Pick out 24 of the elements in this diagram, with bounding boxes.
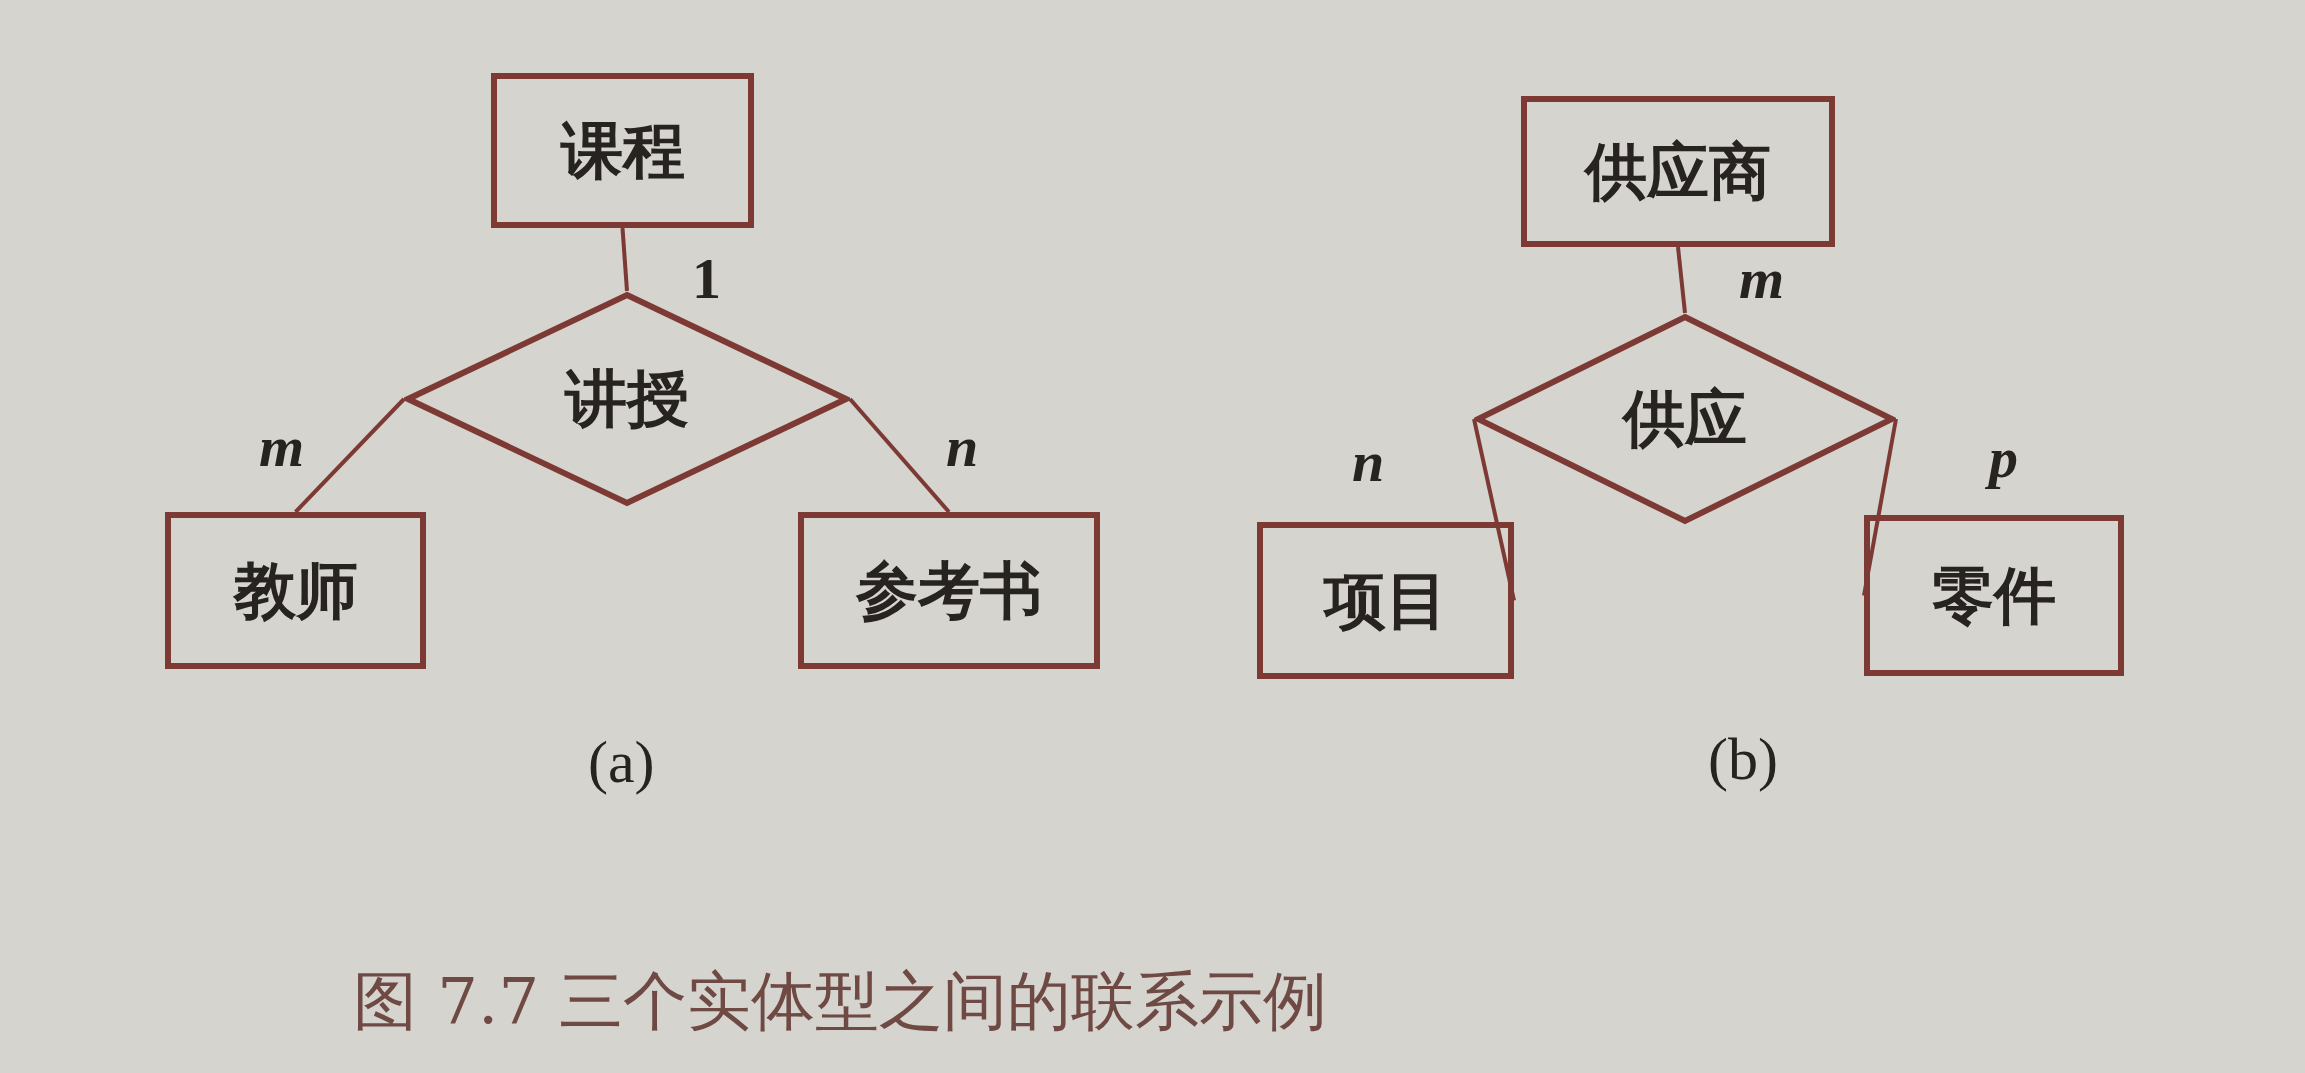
entity-box [1864, 515, 2124, 676]
connector-line [294, 397, 406, 514]
entity-name: 课程 [560, 112, 685, 189]
connector-line [620, 227, 629, 292]
entity-name: 参考书 [856, 552, 1042, 629]
entity-name: 教师 [233, 552, 358, 629]
connector-line [848, 397, 951, 514]
entity-box [1257, 522, 1514, 679]
subfigure-label: (b) [1708, 725, 1778, 794]
relationship-diamond [1474, 313, 1896, 525]
subfigure-label: (a) [588, 728, 655, 797]
entity-name: 项目 [1323, 562, 1448, 639]
figure-caption: 图 7.7 三个实体型之间的联系示例 [353, 963, 1328, 1040]
entity-box [1521, 96, 1835, 247]
entity-box [491, 73, 754, 228]
entity-name: 讲授 [565, 361, 689, 437]
entity-box [165, 512, 426, 669]
entity-name: 零件 [1932, 557, 2056, 634]
entity-box [798, 512, 1100, 669]
connector-line [1676, 246, 1687, 314]
entity-name: 供应商 [1585, 133, 1771, 210]
connector-line [1862, 418, 1898, 596]
connector-line [1472, 418, 1516, 601]
entity-name: 供应 [1623, 381, 1747, 457]
